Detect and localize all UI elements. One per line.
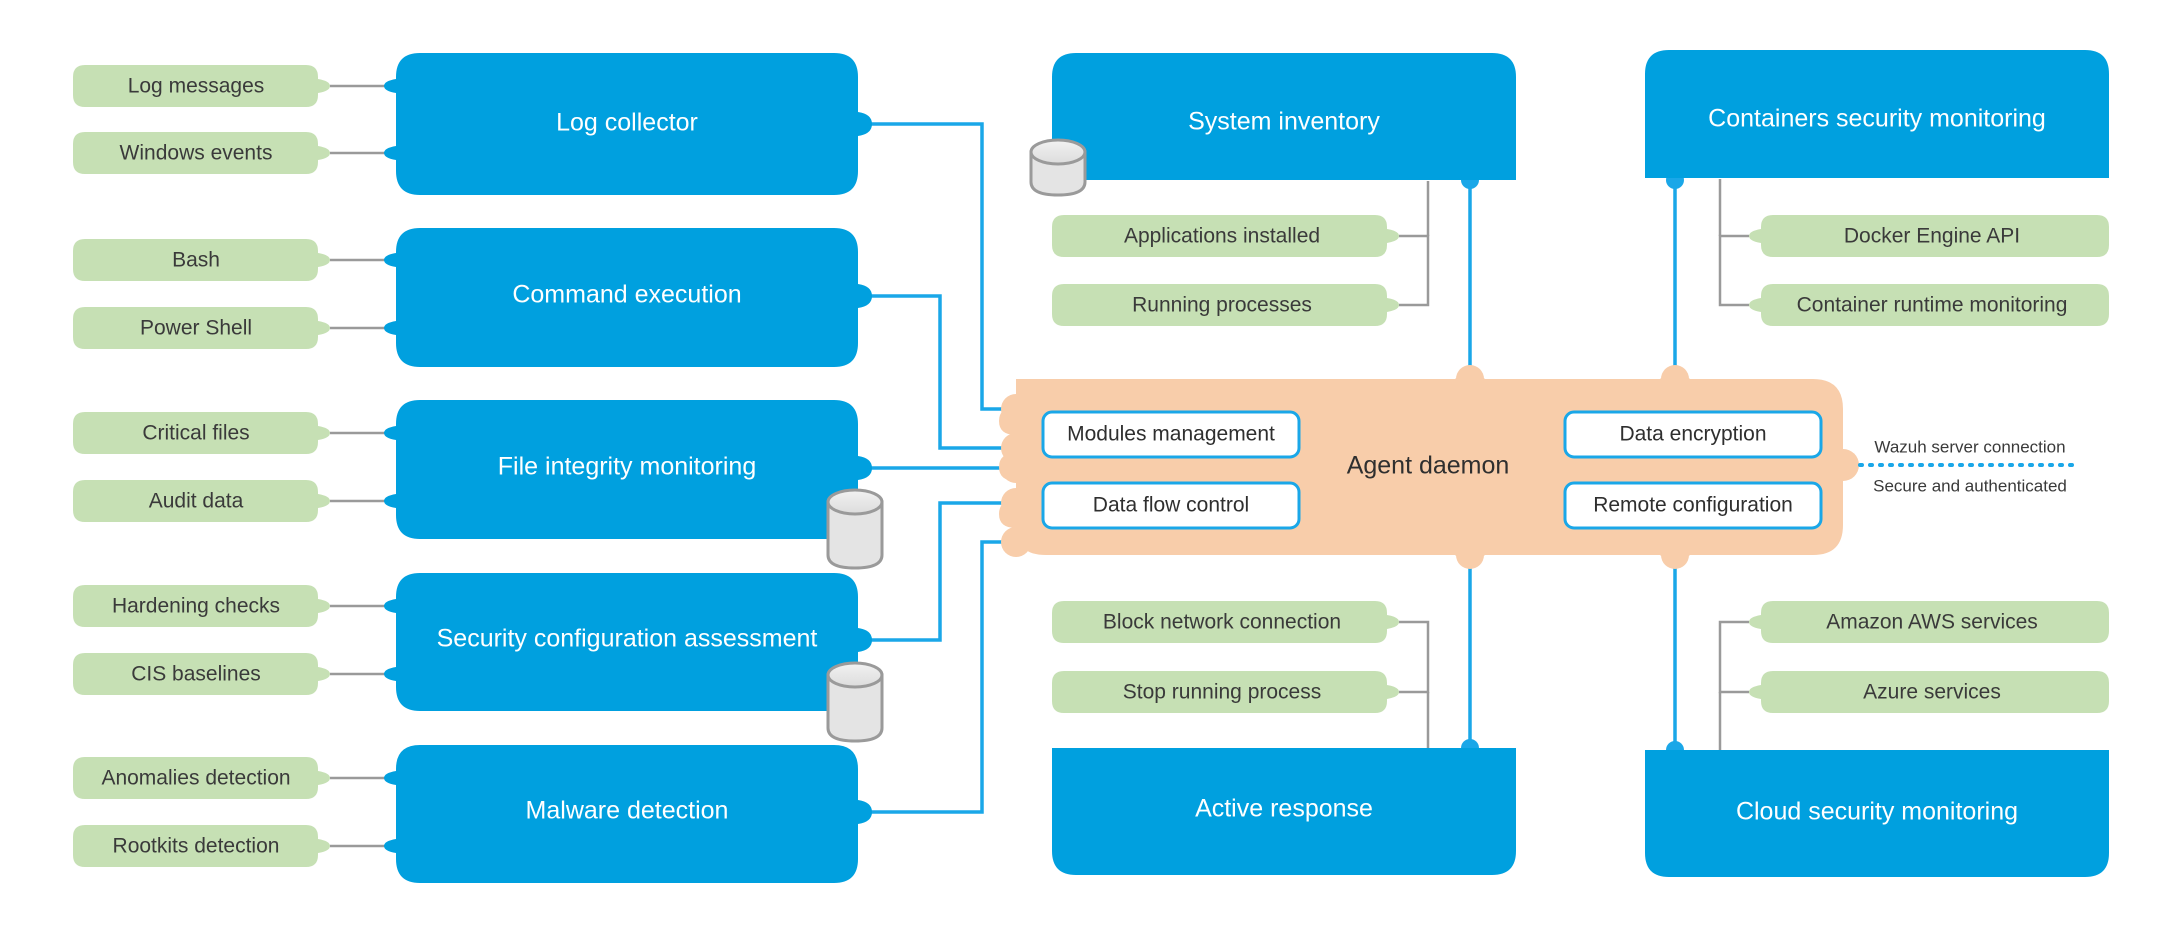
module-security-configuration-assessment[interactable]: Security configuration assessment <box>384 573 872 711</box>
agent-daemon-container[interactable]: Agent daemon <box>999 365 1859 569</box>
pill-label: Rootkits detection <box>113 835 280 858</box>
pill-label: Critical files <box>142 422 249 445</box>
agent-daemon-title: Agent daemon <box>1347 452 1510 480</box>
pill-label: Bash <box>172 249 220 272</box>
module-title: File integrity monitoring <box>498 453 756 481</box>
database-icon-sca <box>826 661 884 743</box>
module-active-response[interactable]: Active response <box>1052 748 1516 875</box>
daemon-port-top-2 <box>1661 365 1689 393</box>
module-title: Active response <box>1195 795 1373 823</box>
daemon-port-server <box>1827 449 1859 481</box>
daemon-vertical-connectors <box>1468 178 1677 752</box>
pill-label: Azure services <box>1863 681 2001 704</box>
pill-hardening-checks[interactable]: Hardening checks <box>73 585 330 627</box>
daemon-port-3 <box>1001 453 1031 483</box>
wazuh-server-connection: Wazuh server connection Secure and authe… <box>1858 437 2082 495</box>
connector-sca-daemon <box>860 501 1016 642</box>
pill-container-runtime-monitoring[interactable]: Container runtime monitoring <box>1749 284 2109 326</box>
right-column: Containers security monitoring Docker En… <box>1645 50 2109 877</box>
daemon-port-bottom-2 <box>1661 541 1689 569</box>
connector-cloud-pills <box>1718 620 1749 694</box>
daemon-port-1 <box>1001 394 1031 424</box>
left-input-connectors <box>330 84 396 848</box>
pill-label: Docker Engine API <box>1844 225 2020 248</box>
inner-module-modules-management[interactable]: Modules management <box>1041 410 1301 459</box>
inner-module-label: Remote configuration <box>1593 494 1793 517</box>
pill-windows-events[interactable]: Windows events <box>73 132 330 174</box>
connector-active-response-pills <box>1399 620 1430 694</box>
pill-applications-installed[interactable]: Applications installed <box>1052 215 1399 257</box>
pill-label: Power Shell <box>140 317 252 340</box>
connector-malware-detection-daemon <box>860 540 1016 814</box>
module-command-execution[interactable]: Command execution <box>384 228 872 367</box>
pill-anomalies-detection[interactable]: Anomalies detection <box>73 757 330 799</box>
inner-module-label: Modules management <box>1067 423 1275 446</box>
module-title: Security configuration assessment <box>437 625 818 653</box>
daemon-port-5 <box>1001 527 1031 557</box>
blue-boxes-left: Log collector Command execution File int… <box>384 53 872 883</box>
pill-label: Anomalies detection <box>101 767 290 790</box>
module-system-inventory[interactable]: System inventory <box>1052 53 1516 180</box>
pill-label: Amazon AWS services <box>1826 611 2038 634</box>
pill-critical-files[interactable]: Critical files <box>73 412 330 454</box>
connector-system-inventory-pills <box>1399 234 1430 307</box>
pill-azure-services[interactable]: Azure services <box>1749 671 2109 713</box>
module-file-integrity-monitoring[interactable]: File integrity monitoring <box>384 400 872 539</box>
inner-module-data-flow-control[interactable]: Data flow control <box>1041 481 1301 530</box>
pill-label: Container runtime monitoring <box>1797 294 2068 317</box>
inner-module-label: Data encryption <box>1619 423 1766 446</box>
pill-log-messages[interactable]: Log messages <box>73 65 330 107</box>
daemon-left-connectors <box>860 122 1016 814</box>
database-icon-file-integrity <box>826 488 884 570</box>
pill-label: Log messages <box>128 75 265 98</box>
pill-label: Audit data <box>149 490 244 513</box>
module-title: Command execution <box>512 281 741 309</box>
database-icon-system-inventory <box>1029 138 1087 197</box>
secondary-input-connectors <box>1399 179 1749 750</box>
connector-log-collector-daemon <box>860 122 1016 411</box>
green-pills-left: Log messages Windows events Bash Power S… <box>73 65 330 867</box>
pill-label: Block network connection <box>1103 611 1341 634</box>
pill-amazon-aws-services[interactable]: Amazon AWS services <box>1749 601 2109 643</box>
connector-containers-pills <box>1718 234 1749 307</box>
pill-running-processes[interactable]: Running processes <box>1052 284 1399 326</box>
pill-rootkits-detection[interactable]: Rootkits detection <box>73 825 330 867</box>
pill-label: CIS baselines <box>131 663 261 686</box>
agent-daemon-inner-modules: Modules management Data flow control Dat… <box>1041 410 1823 530</box>
middle-column: System inventory Applications installed … <box>1029 53 1516 875</box>
left-databases <box>826 488 884 743</box>
module-title: Log collector <box>556 109 698 137</box>
pill-cis-baselines[interactable]: CIS baselines <box>73 653 330 695</box>
module-containers-security-monitoring[interactable]: Containers security monitoring <box>1645 50 2109 178</box>
module-title: Malware detection <box>526 797 729 825</box>
module-malware-detection[interactable]: Malware detection <box>384 745 872 883</box>
pill-block-network-connection[interactable]: Block network connection <box>1052 601 1399 643</box>
inner-module-remote-configuration[interactable]: Remote configuration <box>1563 481 1823 530</box>
module-title: Containers security monitoring <box>1708 105 2046 133</box>
pill-label: Windows events <box>120 142 273 165</box>
inner-module-label: Data flow control <box>1093 494 1249 517</box>
server-connection-bottom-label: Secure and authenticated <box>1873 476 2067 495</box>
module-log-collector[interactable]: Log collector <box>384 53 872 195</box>
pill-audit-data[interactable]: Audit data <box>73 480 330 522</box>
inner-module-data-encryption[interactable]: Data encryption <box>1563 410 1823 459</box>
module-title: System inventory <box>1188 108 1380 136</box>
pill-label: Hardening checks <box>112 595 280 618</box>
pill-stop-running-process[interactable]: Stop running process <box>1052 671 1399 713</box>
daemon-port-top-1 <box>1456 365 1484 393</box>
pill-bash[interactable]: Bash <box>73 239 330 281</box>
module-cloud-security-monitoring[interactable]: Cloud security monitoring <box>1645 750 2109 877</box>
pill-docker-engine-api[interactable]: Docker Engine API <box>1749 215 2109 257</box>
connector-command-execution-daemon <box>860 294 1016 450</box>
module-title: Cloud security monitoring <box>1736 798 2018 826</box>
pill-label: Applications installed <box>1124 225 1320 248</box>
server-connection-top-label: Wazuh server connection <box>1874 437 2065 456</box>
daemon-port-4 <box>1001 488 1031 518</box>
pill-power-shell[interactable]: Power Shell <box>73 307 330 349</box>
daemon-port-bottom-1 <box>1456 541 1484 569</box>
pill-label: Running processes <box>1132 294 1312 317</box>
pill-label: Stop running process <box>1123 681 1321 704</box>
